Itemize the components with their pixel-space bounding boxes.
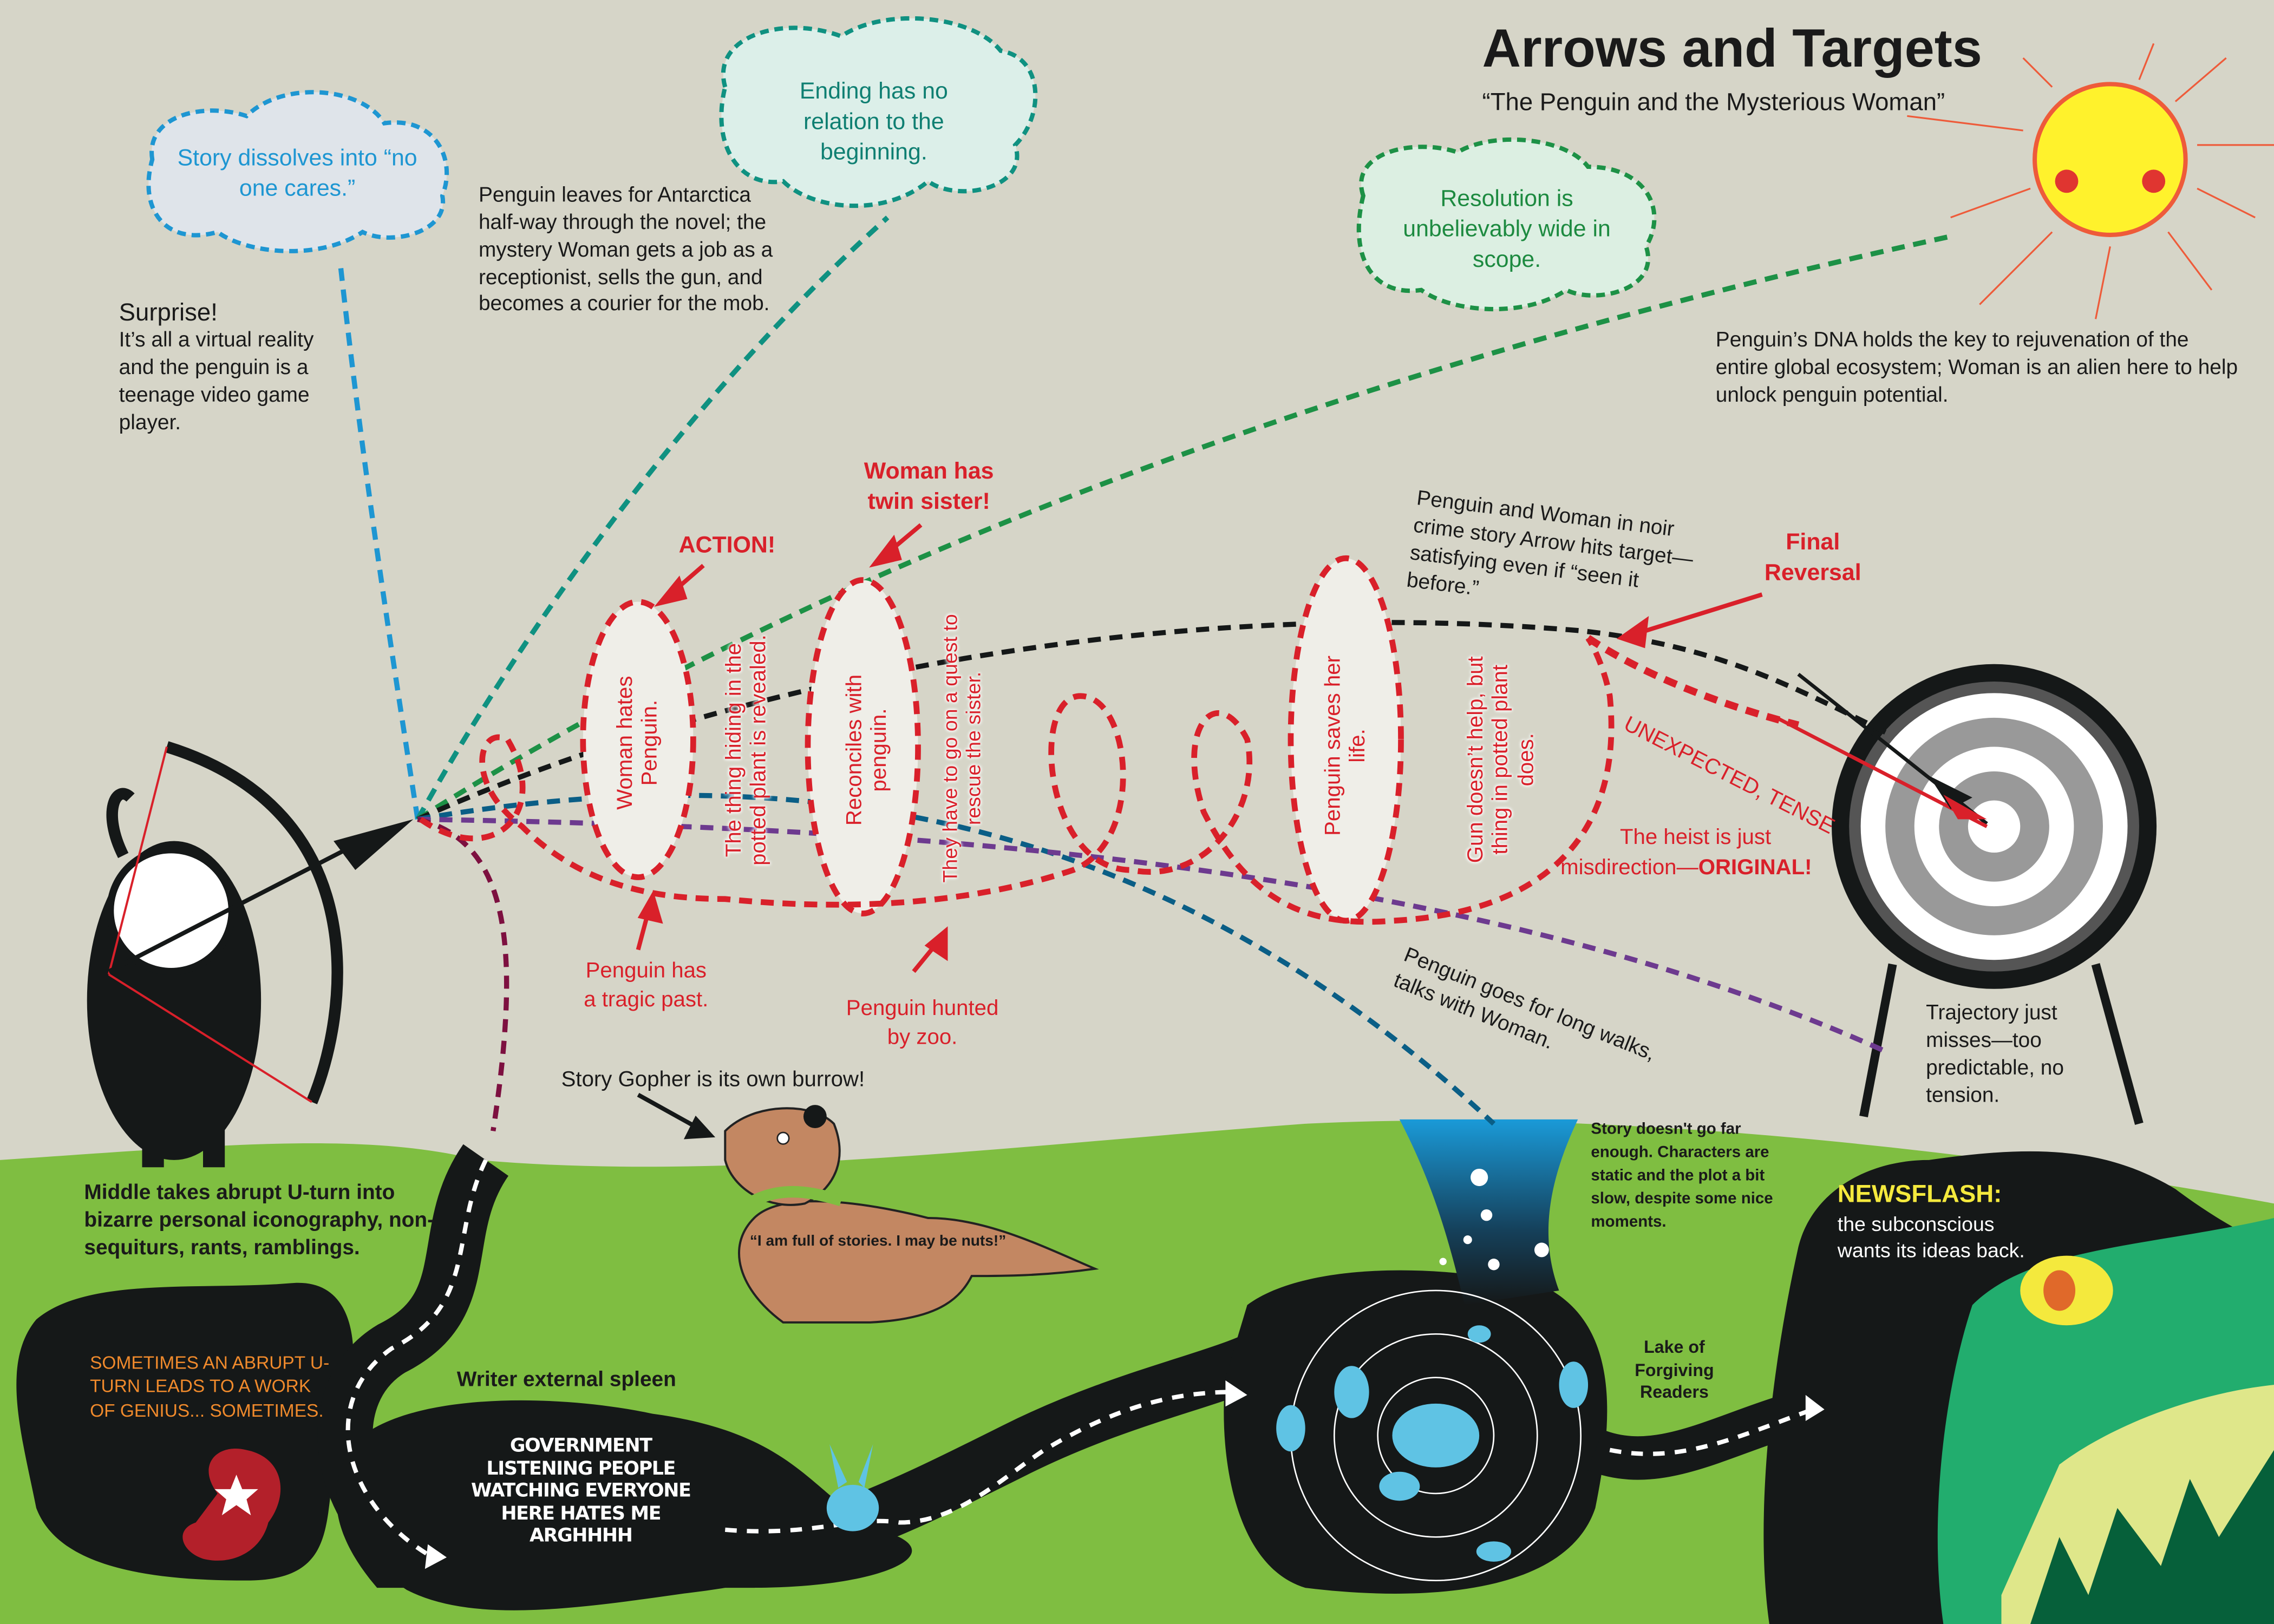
gopher-body xyxy=(737,1200,1099,1324)
label-misses: Trajectory just misses—too predictable, … xyxy=(1926,1001,2064,1108)
label-action: ACTION! xyxy=(678,533,776,559)
dino-pupil xyxy=(2043,1270,2076,1311)
cloud-ending-text: Ending has no relation to the beginning. xyxy=(799,80,948,165)
dna-note: Penguin’s DNA holds the key to rejuvenat… xyxy=(1715,329,2238,407)
cloud-resolution xyxy=(1356,137,1657,312)
loop-woman-hates: Woman hates Penguin. xyxy=(613,676,663,810)
gopher-head xyxy=(724,1107,841,1206)
dino-inner-teeth xyxy=(2030,1450,2274,1624)
page-subtitle: “The Penguin and the Mysterious Woman” xyxy=(1482,88,1945,116)
spleen-blob xyxy=(336,1400,912,1588)
not-far-enough-note: Story doesn't go far enough. Characters … xyxy=(1591,1121,1773,1231)
spleen-label: Writer external spleen xyxy=(456,1368,676,1392)
newsflash-body: the subconscious wants its ideas back. xyxy=(1837,1212,2025,1262)
label-hunted-by-zoo: Penguin hunted by zoo. xyxy=(846,996,999,1049)
cloud-dissolves-text: Story dissolves into “no one cares.” xyxy=(177,146,417,201)
label-final-reversal: Final Reversal xyxy=(1764,531,1861,586)
gopher-quote: “I am full of stories. I may be nuts!” xyxy=(749,1232,1007,1250)
cloud-resolution-text: Resolution is unbelievably wide in scope… xyxy=(1403,187,1611,272)
label-heist-2: misdirection— xyxy=(1560,855,1698,880)
loop-gun: Gun doesn’t help, but thing in potted pl… xyxy=(1463,656,1538,863)
bubbles xyxy=(1439,1168,1549,1271)
road-dashes xyxy=(345,1159,1814,1556)
label-original: ORIGINAL! xyxy=(1698,855,1812,880)
newsflash-heading: NEWSFLASH: xyxy=(1837,1180,2002,1208)
label-heist-1: The heist is just xyxy=(1619,825,1772,850)
sun-icon xyxy=(1907,43,2274,319)
surprise-body: It’s all a virtual reality and the pengu… xyxy=(119,329,314,435)
gopher-arrow xyxy=(637,1092,716,1140)
gopher-caption: Story Gopher is its own burrow! xyxy=(561,1067,865,1092)
cloud-ending xyxy=(719,16,1038,208)
loop-quest: They have to go on a quest to rescue the… xyxy=(938,614,985,883)
spleen-rant: GOVERNMENT LISTENING PEOPLE WATCHING EVE… xyxy=(471,1435,691,1548)
lake-fish xyxy=(1276,1325,1589,1562)
lake-label: Lake of Forgiving Readers xyxy=(1635,1337,1714,1403)
target xyxy=(1832,664,2157,1125)
label-heist: misdirection—ORIGINAL! xyxy=(1560,854,1812,882)
uturn-note: Middle takes abrupt U-turn into bizarre … xyxy=(84,1182,435,1260)
label-tragic-past: Penguin has a tragic past. xyxy=(584,958,709,1012)
surprise-heading: Surprise! xyxy=(119,298,218,326)
road-arrowheads xyxy=(424,1380,1825,1569)
label-twin: Woman has twin sister! xyxy=(864,460,994,515)
archer-figure xyxy=(87,741,414,1168)
pointer-arrows xyxy=(636,523,1763,973)
bunny-icon xyxy=(826,1484,879,1531)
antarctica-note: Penguin leaves for Antarctica half-way t… xyxy=(478,184,773,317)
cloud-dissolves xyxy=(146,90,449,253)
devil-star xyxy=(214,1475,258,1516)
loop-reconciles: Reconciles with penguin. xyxy=(842,674,892,826)
plot-loops xyxy=(419,555,1615,925)
loop-saves-life: Penguin saves her life. xyxy=(1321,656,1371,836)
loop-thing-revealed: The thing hiding in the potted plant is … xyxy=(722,634,772,866)
page-title: Arrows and Targets xyxy=(1482,18,1982,78)
genius-note: SOMETIMES AN ABRUPT U-TURN LEADS TO A WO… xyxy=(90,1353,330,1420)
